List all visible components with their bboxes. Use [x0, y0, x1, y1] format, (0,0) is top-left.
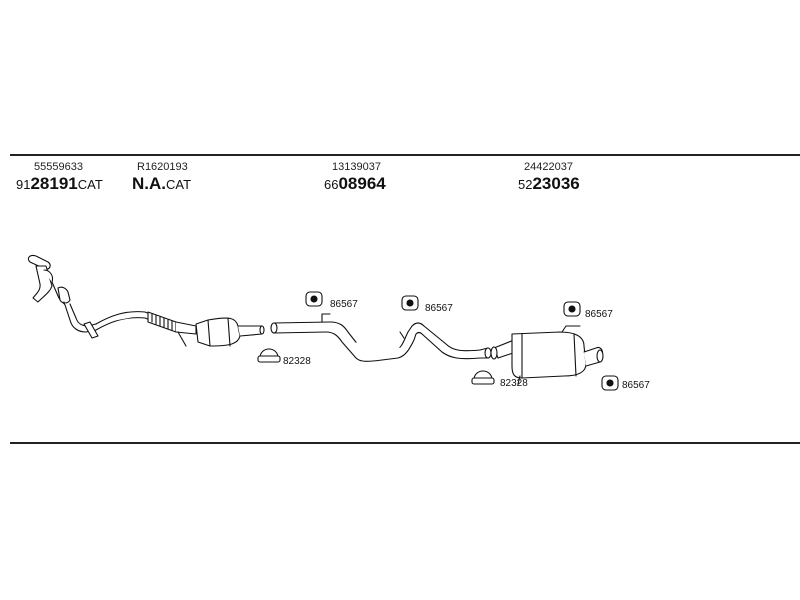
front-pipe-main-upper [95, 317, 151, 331]
part-main-number: N.A. [132, 174, 166, 193]
oem-number: R1620193 [137, 161, 188, 173]
part-header-catalyst: R1620193 N.A.CAT [132, 161, 191, 194]
part-suffix: CAT [166, 177, 192, 192]
silencer-inlet-opening [490, 346, 498, 360]
oem-number: 55559633 [34, 161, 83, 173]
part-main-number: 28191 [30, 174, 78, 193]
clamp-2-label: 82328 [500, 378, 528, 389]
catalyst-part [195, 317, 265, 347]
front-pipe-part [27, 254, 197, 347]
part-prefix: 66 [324, 177, 339, 192]
part-main-number: 23036 [532, 174, 580, 193]
middle-pipe-upper-edge [273, 321, 489, 354]
part-number: 5223036 [518, 174, 580, 194]
part-header-middle-pipe: 13139037 6608964 [324, 161, 386, 194]
part-number: 9128191CAT [16, 174, 103, 194]
hanger-4-hole [606, 379, 614, 387]
rubber-hanger-3 [563, 301, 581, 317]
oem-number: 13139037 [332, 161, 381, 173]
bottom-divider-line [10, 442, 800, 444]
hanger-1-hole [310, 295, 318, 303]
part-prefix: 52 [518, 177, 533, 192]
silencer-body-shape [511, 331, 587, 379]
flex-ribs [151, 313, 173, 331]
hanger-3-label: 86567 [585, 309, 613, 320]
middle-pipe-hanger-2 [399, 331, 405, 339]
silencer-tailpipe-opening [596, 349, 604, 363]
catalyst-seam-rear [227, 317, 231, 347]
part-header-front-pipe: 55559633 9128191CAT [16, 161, 103, 194]
hanger-4-label: 86567 [622, 380, 650, 391]
part-prefix: 91 [16, 177, 31, 192]
front-pipe-outlet [175, 321, 197, 335]
part-number: N.A.CAT [132, 174, 191, 194]
rubber-hanger-2 [401, 295, 419, 311]
rubber-hanger-4 [601, 375, 619, 391]
part-header-rear-silencer: 24422037 5223036 [518, 161, 580, 194]
second-flange-shape [57, 286, 71, 304]
middle-pipe-inlet [270, 322, 278, 334]
rubber-hanger-1 [305, 291, 323, 307]
clamp-1-saddle [257, 355, 281, 363]
middle-pipe-outlet [484, 347, 492, 359]
bracket-shape [83, 321, 99, 339]
part-suffix: CAT [77, 177, 103, 192]
clamp-2-saddle [471, 377, 495, 385]
top-divider-line [10, 154, 800, 156]
hanger-2-label: 86567 [425, 303, 453, 314]
pipe-clamp-1 [257, 348, 281, 363]
callout-labels: 86567 86567 86567 86567 82328 82328 [283, 299, 650, 391]
rear-silencer-part [490, 325, 604, 385]
catalyst-body-shape [195, 317, 241, 347]
front-pipe-hanger-rod [177, 331, 187, 347]
catalyst-outlet-pipe [237, 325, 263, 337]
hanger-3-hole [568, 305, 576, 313]
catalyst-outlet-opening [259, 325, 265, 335]
part-number: 6608964 [324, 174, 386, 194]
middle-pipe-hanger-1 [321, 313, 331, 323]
clamp-1-label: 82328 [283, 356, 311, 367]
silencer-hanger-rod [561, 325, 581, 333]
hanger-1-label: 86567 [330, 299, 358, 310]
silencer-rear-seam [573, 333, 577, 377]
hanger-2-hole [406, 299, 414, 307]
front-pipe-main-lower [95, 311, 151, 325]
oem-number: 24422037 [524, 161, 573, 173]
middle-pipe-part [270, 313, 492, 362]
silencer-lower-bracket [517, 375, 521, 385]
part-main-number: 08964 [338, 174, 386, 193]
catalyst-seam [207, 319, 211, 347]
pipe-clamp-2 [471, 370, 495, 385]
middle-pipe-lower-edge [273, 331, 489, 362]
